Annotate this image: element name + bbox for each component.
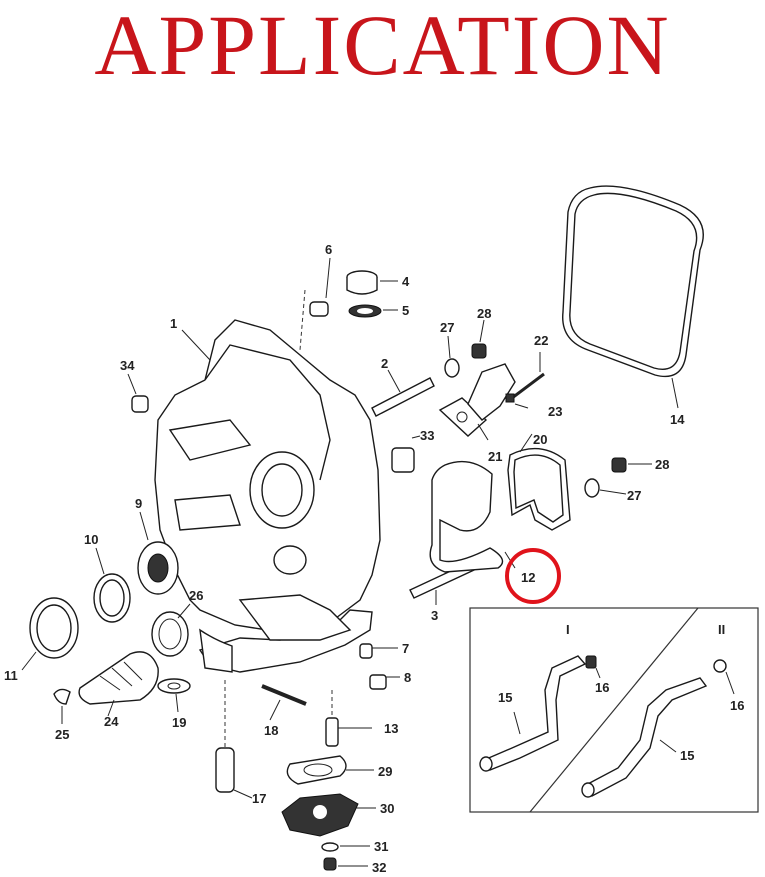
label-13: 13 <box>384 721 398 736</box>
part-26-clamp <box>151 603 191 657</box>
part-9-seal <box>137 511 179 595</box>
label-1: 1 <box>170 316 177 331</box>
label-6: 6 <box>325 242 332 257</box>
label-15-inset-2: 15 <box>680 748 694 763</box>
inset-panel-II-label: II <box>718 622 725 637</box>
part-6-pin <box>299 257 331 351</box>
label-9: 9 <box>135 496 142 511</box>
label-4: 4 <box>402 274 410 289</box>
part-19-washer <box>157 678 191 713</box>
part-29-gasket <box>286 755 374 785</box>
label-21: 21 <box>488 449 502 464</box>
label-17: 17 <box>252 791 266 806</box>
part-7-fitting <box>359 643 398 659</box>
part-28-nut-upper <box>471 319 487 359</box>
part-2-stud <box>371 369 435 417</box>
label-28-upper: 28 <box>477 306 491 321</box>
part-33-plug <box>391 435 421 473</box>
part-21-gasket-plate <box>438 363 516 441</box>
label-16-inset-2: 16 <box>730 698 744 713</box>
part-18-bolt <box>261 684 307 721</box>
part-27-washer-lower <box>584 478 627 498</box>
label-19: 19 <box>172 715 186 730</box>
label-27-upper: 27 <box>440 320 454 335</box>
label-12: 12 <box>521 570 535 585</box>
part-4-bushing <box>346 270 398 295</box>
label-5: 5 <box>402 303 409 318</box>
part-5-seal <box>348 304 398 318</box>
label-10: 10 <box>84 532 98 547</box>
part-13-sleeve <box>325 690 372 747</box>
label-8: 8 <box>404 670 411 685</box>
label-31: 31 <box>374 839 388 854</box>
part-25-clip <box>53 688 71 724</box>
label-23: 23 <box>548 404 562 419</box>
part-14-large-gasket <box>562 185 704 409</box>
highlight-circle <box>505 548 561 604</box>
part-8-fitting <box>369 674 400 690</box>
part-34-plug <box>127 373 149 413</box>
label-25: 25 <box>55 727 69 742</box>
inset-panel-I-label: I <box>566 622 570 637</box>
label-28-lower: 28 <box>655 457 669 472</box>
label-22: 22 <box>534 333 548 348</box>
label-18: 18 <box>264 723 278 738</box>
part-28-nut-lower <box>611 457 652 473</box>
label-27-lower: 27 <box>627 488 641 503</box>
part-30-actuator <box>281 793 376 837</box>
label-11: 11 <box>4 668 18 683</box>
part-31-washer <box>321 842 370 852</box>
part-11-ring <box>21 597 79 671</box>
label-26: 26 <box>189 588 203 603</box>
part-27-washer-upper <box>444 335 460 378</box>
part-20-gasket <box>507 433 571 531</box>
application-banner: APPLICATION <box>94 0 671 93</box>
label-30: 30 <box>380 801 394 816</box>
label-14: 14 <box>670 412 685 427</box>
part-17-pin <box>215 680 253 799</box>
part-12-gasket <box>429 460 516 573</box>
part-22-screw <box>511 352 545 400</box>
label-24: 24 <box>104 714 119 729</box>
hose-options-inset <box>469 607 759 813</box>
label-2: 2 <box>381 356 388 371</box>
label-32: 32 <box>372 860 386 875</box>
part-32-nut <box>323 857 368 871</box>
label-29: 29 <box>378 764 392 779</box>
label-3: 3 <box>431 608 438 623</box>
part-1-gear-housing <box>154 319 381 673</box>
label-15-inset-1: 15 <box>498 690 512 705</box>
label-7: 7 <box>402 641 409 656</box>
part-23-washer <box>505 393 529 409</box>
label-16-inset-1: 16 <box>595 680 609 695</box>
part-24-boot <box>78 651 159 717</box>
part-10-seal <box>93 547 131 623</box>
label-33: 33 <box>420 428 434 443</box>
label-34: 34 <box>120 358 135 373</box>
label-20: 20 <box>533 432 547 447</box>
